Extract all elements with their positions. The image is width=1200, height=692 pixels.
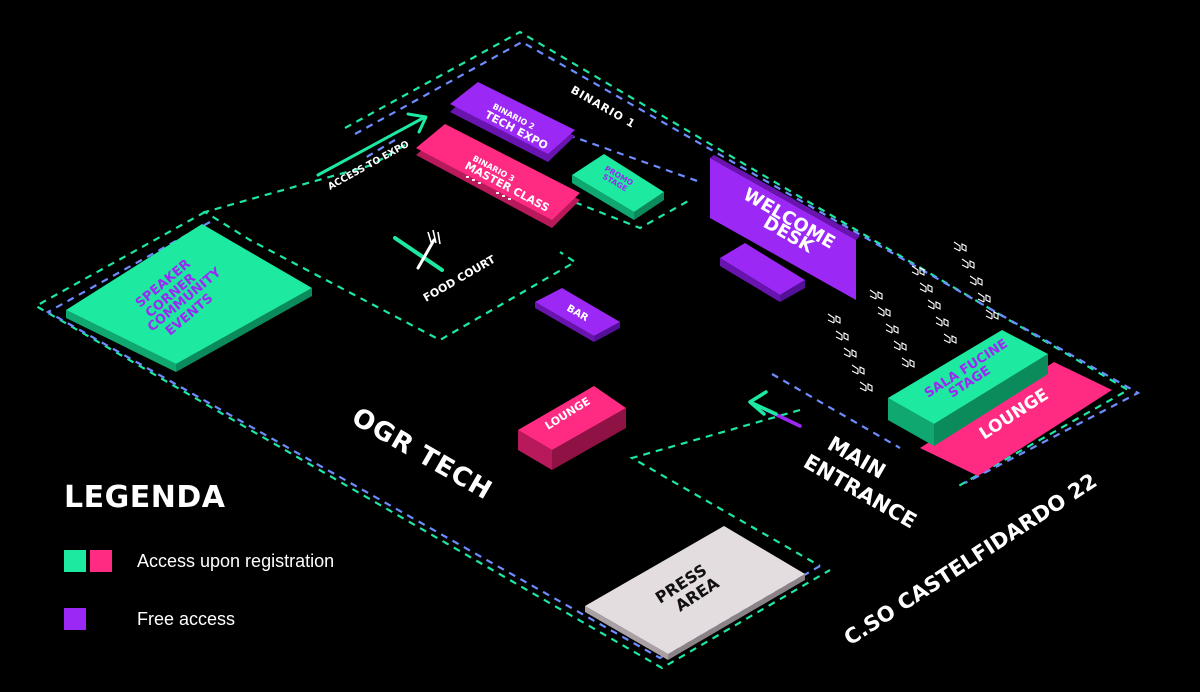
seat-icon xyxy=(961,258,975,269)
ogr-tech-label: OGR TECH xyxy=(347,402,498,506)
promo-stage: PROMO STAGE xyxy=(572,154,664,220)
seat-icon xyxy=(827,313,841,324)
legend: LEGENDA Access upon registration Free ac… xyxy=(64,480,334,665)
seat-icon xyxy=(953,241,967,252)
seat-icon xyxy=(911,265,925,276)
sala-fucine-stage: SALA FUCINE STAGE xyxy=(888,330,1048,446)
main-entrance-arrow xyxy=(748,390,802,428)
seats-icon xyxy=(466,176,511,200)
bar: BAR xyxy=(535,288,620,342)
border-left-hall-green xyxy=(33,211,831,670)
speaker-corner: SPEAKER CORNER COMMUNITY EVENTS xyxy=(66,224,312,372)
seat-icon xyxy=(843,347,857,358)
legend-row-registration: Access upon registration xyxy=(64,549,334,573)
seat-icon xyxy=(851,364,865,375)
binario2-tech-expo: BINARIO 2 TECH EXPO xyxy=(450,82,575,162)
purple-swatch xyxy=(64,608,86,630)
seat-icon xyxy=(985,309,999,320)
legend-title: LEGENDA xyxy=(64,480,226,515)
welcome-desk: WELCOME DESK xyxy=(710,155,860,302)
border-top-hall-green xyxy=(344,30,1131,489)
seat-icon xyxy=(859,381,873,392)
border-binario-inner-green xyxy=(429,143,691,230)
seat-icon xyxy=(869,289,883,300)
seat-icon xyxy=(935,316,949,327)
seat-icon xyxy=(943,333,957,344)
border-food-court-green xyxy=(202,144,578,342)
food-court-label: FOOD COURT xyxy=(421,253,498,305)
seat-icon xyxy=(977,292,991,303)
border-top-hall-blue xyxy=(354,40,1141,484)
press-area: PRESS AREA xyxy=(585,526,805,660)
food-court: FOOD COURT xyxy=(393,229,498,305)
lounge-center: LOUNGE xyxy=(518,386,626,470)
fork-knife-icon xyxy=(393,229,444,272)
pink-swatch xyxy=(90,550,112,572)
border-food-court-blue xyxy=(364,139,396,159)
border-entrance-blue xyxy=(771,373,901,449)
binario1-label: BINARIO 1 xyxy=(569,83,638,131)
seat-icon xyxy=(893,340,907,351)
legend-registration-text: Access upon registration xyxy=(137,550,335,571)
seat-icon xyxy=(877,306,891,317)
audience-seats xyxy=(827,241,999,392)
access-expo-arrow xyxy=(316,112,428,177)
seat-icon xyxy=(885,323,899,334)
seat-icon xyxy=(901,357,915,368)
seat-icon xyxy=(835,330,849,341)
seat-icon xyxy=(919,282,933,293)
seat-icon xyxy=(969,275,983,286)
legend-free-text: Free access xyxy=(137,608,236,629)
legend-row-free: Free access xyxy=(64,607,334,631)
border-entrance-green xyxy=(629,408,821,567)
green-swatch xyxy=(64,550,86,572)
seat-icon xyxy=(927,299,941,310)
